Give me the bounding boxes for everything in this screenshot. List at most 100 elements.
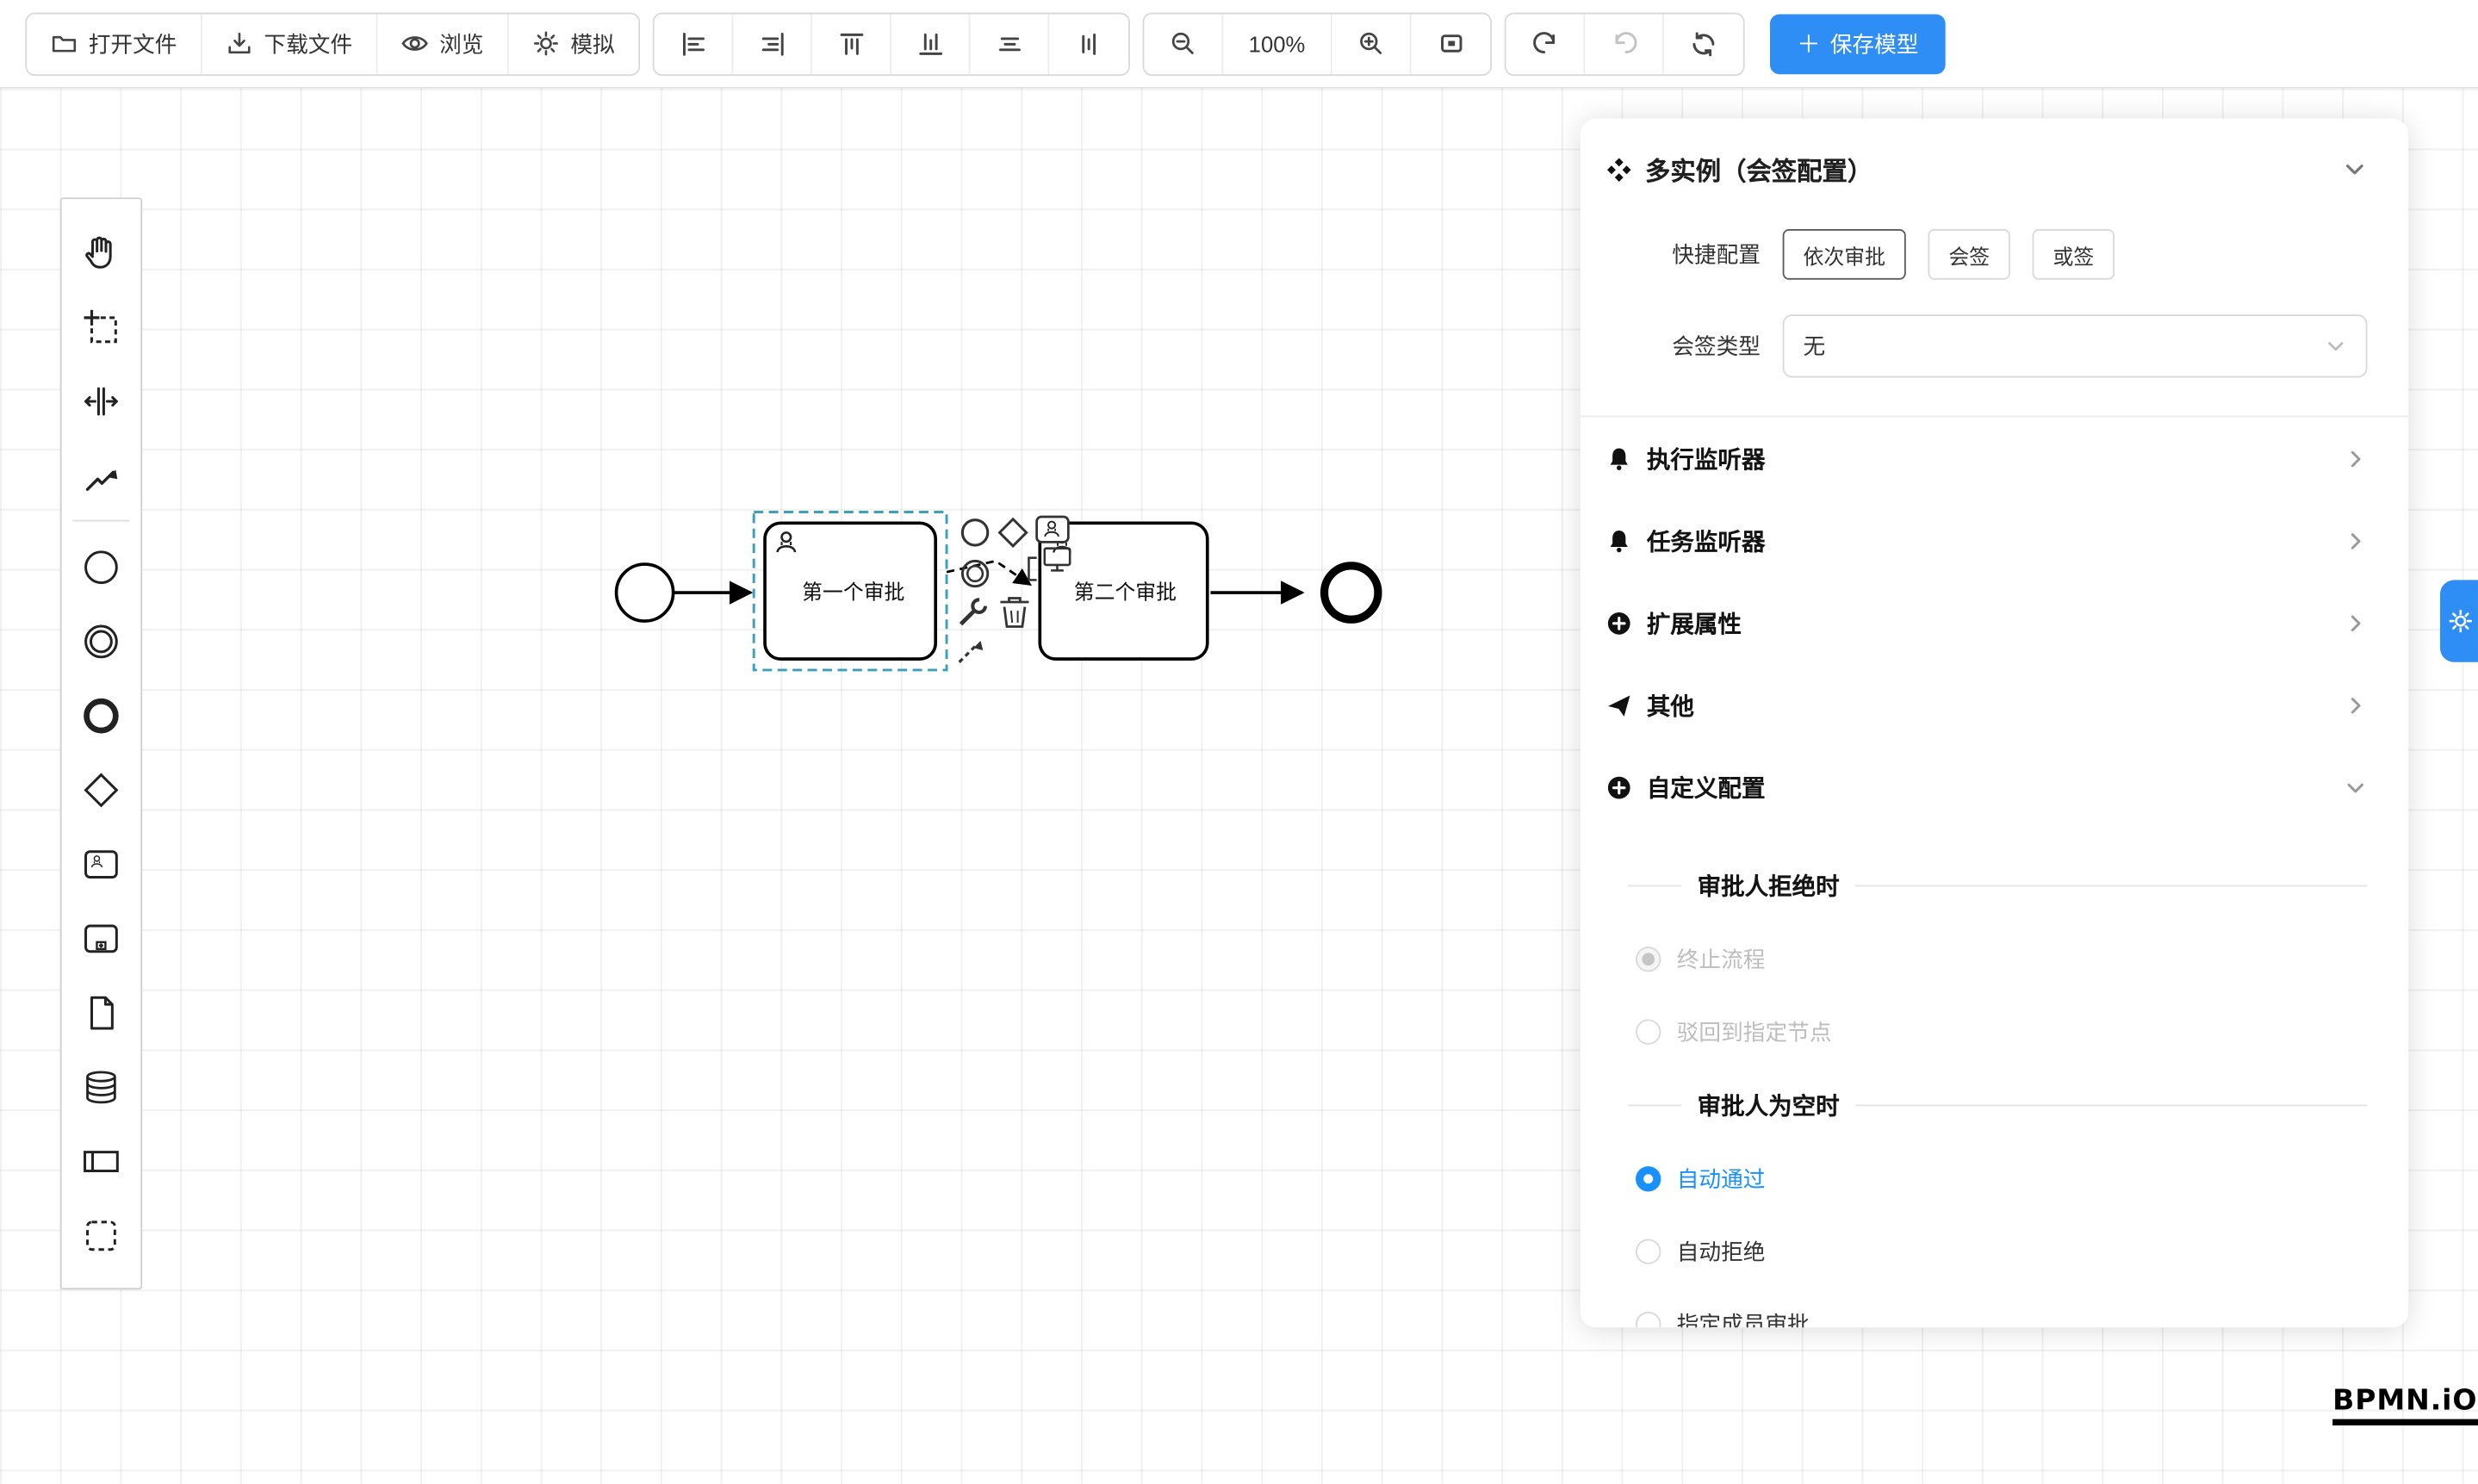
radio-label[interactable]: 驳回到指定节点	[1676, 1019, 1832, 1045]
section-task-listener[interactable]: 任务监听器	[1605, 500, 2367, 581]
zoom-in-button[interactable]	[1332, 13, 1412, 74]
preview-button[interactable]: 浏览	[377, 13, 509, 74]
radio-return-to-node[interactable]: 驳回到指定节点	[1636, 1016, 2368, 1048]
preview-label: 浏览	[439, 30, 484, 57]
zoom-in-icon	[1360, 32, 1382, 54]
section-label: 扩展属性	[1646, 611, 1742, 638]
participant-icon	[84, 1150, 119, 1172]
simulate-button[interactable]: 模拟	[508, 13, 639, 74]
data-store-icon	[86, 1070, 116, 1103]
sign-type-value: 无	[1803, 333, 1826, 359]
download-file-button[interactable]: 下载文件	[202, 13, 378, 74]
zoom-out-button[interactable]	[1144, 13, 1224, 74]
redo-icon	[1614, 31, 1636, 53]
radio-label[interactable]: 自动通过	[1676, 1166, 1766, 1192]
quick-config-row: 快捷配置 依次审批 会签 或签	[1605, 229, 2367, 280]
plus-circle-icon	[1607, 612, 1630, 634]
element-palette	[59, 197, 143, 1290]
radio-icon[interactable]	[1636, 947, 1661, 972]
create-participant[interactable]	[62, 1124, 141, 1198]
reject-header-label: 审批人拒绝时	[1697, 873, 1840, 901]
toolbar: 打开文件 下载文件 浏览	[0, 0, 2478, 89]
align-bottom-button[interactable]	[891, 13, 971, 74]
create-end-event[interactable]	[62, 678, 141, 752]
section-extended-properties[interactable]: 扩展属性	[1605, 581, 2367, 663]
lasso-icon	[84, 309, 117, 343]
sign-type-label: 会签类型	[1672, 333, 1761, 359]
align-bottom-icon	[918, 32, 942, 54]
radio-label[interactable]: 终止流程	[1676, 947, 1766, 972]
open-file-label: 打开文件	[88, 30, 177, 57]
gear-icon	[2449, 609, 2472, 633]
align-left-button[interactable]	[654, 13, 734, 74]
chevron-right-icon	[2351, 697, 2361, 713]
refresh-icon	[1692, 31, 1715, 56]
radio-icon[interactable]	[1636, 1311, 1661, 1328]
section-custom-config[interactable]: 自定义配置	[1605, 746, 2367, 828]
create-user-task[interactable]	[62, 827, 141, 901]
zoom-level: 100%	[1223, 13, 1332, 74]
align-right-button[interactable]	[733, 13, 813, 74]
fit-viewport-button[interactable]	[1411, 13, 1491, 74]
multi-instance-icon	[1606, 157, 1631, 182]
bpmn-io-logo[interactable]: BPMN.iO	[2332, 1384, 2478, 1425]
zoom-group: 100%	[1142, 11, 1493, 76]
empty-header-label: 审批人为空时	[1697, 1093, 1840, 1121]
sign-type-select[interactable]: 无	[1782, 314, 2368, 378]
redo-button[interactable]	[1585, 13, 1665, 74]
quick-option-orsign[interactable]: 或签	[2032, 229, 2115, 280]
radio-auto-reject[interactable]: 自动拒绝	[1636, 1236, 2368, 1268]
save-model-button[interactable]: ＋ 保存模型	[1769, 13, 1946, 74]
palette-separator	[72, 519, 130, 522]
quick-config-label: 快捷配置	[1672, 241, 1761, 268]
create-data-store[interactable]	[62, 1049, 141, 1123]
hand-tool[interactable]	[62, 215, 141, 289]
zoom-out-icon	[1171, 32, 1194, 54]
multi-instance-header[interactable]: 多实例（会签配置）	[1605, 144, 2367, 195]
create-subprocess[interactable]	[62, 901, 141, 975]
align-left-icon	[682, 32, 705, 55]
align-tool-group	[652, 11, 1130, 76]
space-tool[interactable]	[62, 363, 141, 438]
create-gateway[interactable]	[62, 752, 141, 826]
eye-icon	[401, 36, 428, 51]
subprocess-icon	[84, 923, 118, 953]
reset-button[interactable]	[1664, 13, 1743, 74]
align-top-button[interactable]	[812, 13, 891, 74]
start-event-icon	[84, 550, 118, 584]
create-start-event[interactable]	[62, 530, 141, 604]
radio-terminate-process[interactable]: 终止流程	[1636, 943, 2368, 975]
radio-label[interactable]: 自动拒绝	[1676, 1239, 1766, 1264]
section-execution-listener[interactable]: 执行监听器	[1605, 417, 2367, 499]
chevron-right-icon	[2351, 614, 2361, 631]
create-intermediate-event[interactable]	[62, 604, 141, 678]
reject-section-header: 审批人拒绝时	[1605, 869, 2368, 903]
create-data-object[interactable]	[62, 975, 141, 1049]
undo-button[interactable]	[1506, 13, 1586, 74]
quick-option-countersign[interactable]: 会签	[1928, 229, 2010, 280]
radio-icon[interactable]	[1636, 1166, 1661, 1192]
section-label: 其他	[1646, 692, 1694, 720]
save-model-label: 保存模型	[1829, 30, 1919, 57]
settings-tab[interactable]	[2439, 580, 2478, 662]
section-others[interactable]: 其他	[1605, 664, 2367, 746]
data-object-icon	[90, 995, 114, 1029]
lasso-tool[interactable]	[62, 289, 141, 363]
radio-icon[interactable]	[1636, 1019, 1661, 1045]
create-group[interactable]	[62, 1198, 141, 1272]
chevron-down-icon	[2346, 165, 2363, 175]
radio-label[interactable]: 指定成员审批	[1676, 1311, 1810, 1328]
global-connect-tool[interactable]	[62, 438, 141, 512]
plus-circle-icon	[1607, 775, 1630, 798]
align-middle-vertical-button[interactable]	[1049, 13, 1129, 74]
open-file-button[interactable]: 打开文件	[27, 13, 202, 74]
panel-title: 多实例（会签配置）	[1645, 159, 1873, 187]
quick-option-sequential[interactable]: 依次审批	[1782, 229, 1906, 280]
align-center-horizontal-button[interactable]	[970, 13, 1050, 74]
panel-divider	[1580, 415, 2409, 418]
fit-viewport-icon	[1440, 34, 1462, 53]
radio-assign-member[interactable]: 指定成员审批	[1636, 1308, 2368, 1328]
radio-icon[interactable]	[1636, 1239, 1661, 1264]
radio-auto-pass[interactable]: 自动通过	[1636, 1163, 2368, 1195]
intermediate-event-icon	[84, 624, 118, 658]
